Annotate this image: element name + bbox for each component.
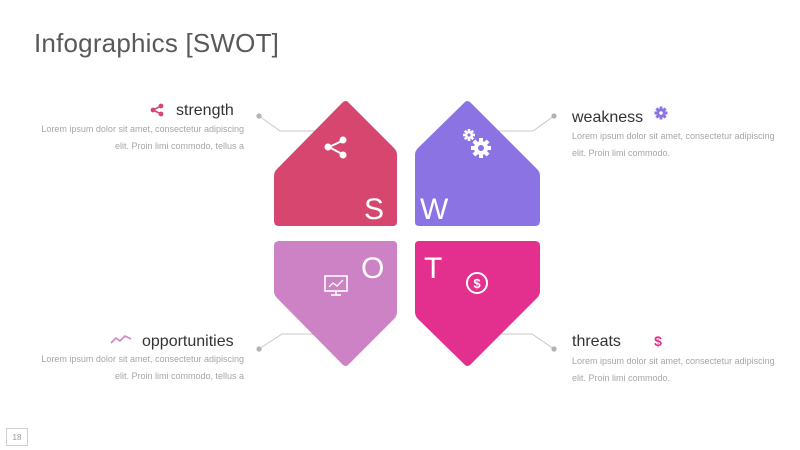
strength-heading: strength [176,102,234,119]
weakness-letter: W [420,193,449,226]
dollar-icon: $ [654,333,662,349]
opportunities-text-line2: elit. Proin limi commodo, tellus a [114,371,244,381]
opportunities-connector [258,333,316,350]
share-icon [324,136,347,159]
threats-text-line1: Lorem ipsum dolor sit amet, consectetur … [572,356,775,366]
strength-connector [258,115,316,132]
strength-text-line2: elit. Proin limi commodo, tellus a [114,141,244,151]
threats-heading: threats [572,333,621,350]
opportunities-text: Lorem ipsum dolor sit amet, consectetur … [4,351,244,385]
gears-icon [463,129,491,158]
opportunities-text-line1: Lorem ipsum dolor sit amet, consectetur … [41,354,244,364]
threats-shape [415,241,540,366]
weakness-text-line1: Lorem ipsum dolor sit amet, consectetur … [572,131,775,141]
weakness-text-line2: elit. Proin limi commodo. [572,148,671,158]
trend-line-icon [110,335,132,344]
weakness-connector [497,115,555,132]
strength-connector-dot [256,113,262,119]
threats-letter: T [424,252,442,285]
threats-connector [497,333,555,350]
threats-text: Lorem ipsum dolor sit amet, consectetur … [572,353,797,387]
weakness-text: Lorem ipsum dolor sit amet, consectetur … [572,128,797,162]
threats-connector-dot [551,346,557,352]
dollar-coin-icon: $ [466,272,488,294]
opportunities-heading: opportunities [142,333,234,350]
opportunities-shape [274,241,397,366]
strength-text: Lorem ipsum dolor sit amet, consectetur … [4,121,244,155]
slide-title: Infographics [SWOT] [34,28,280,58]
svg-text:$: $ [473,276,481,291]
weakness-heading: weakness [572,109,644,126]
threats-text-line2: elit. Proin limi commodo. [572,373,671,383]
strength-text-line1: Lorem ipsum dolor sit amet, consectetur … [41,124,244,134]
share-icon [150,103,164,117]
opportunities-connector-dot [256,346,262,352]
weakness-shape [415,101,540,226]
strength-letter: S [364,193,384,226]
svg-text:$: $ [654,333,662,349]
page-number: 18 [6,428,28,446]
weakness-connector-dot [551,113,557,119]
opportunities-letter: O [361,252,384,285]
gear-icon [654,106,668,120]
presentation-chart-icon [324,275,348,296]
strength-shape [274,101,397,226]
